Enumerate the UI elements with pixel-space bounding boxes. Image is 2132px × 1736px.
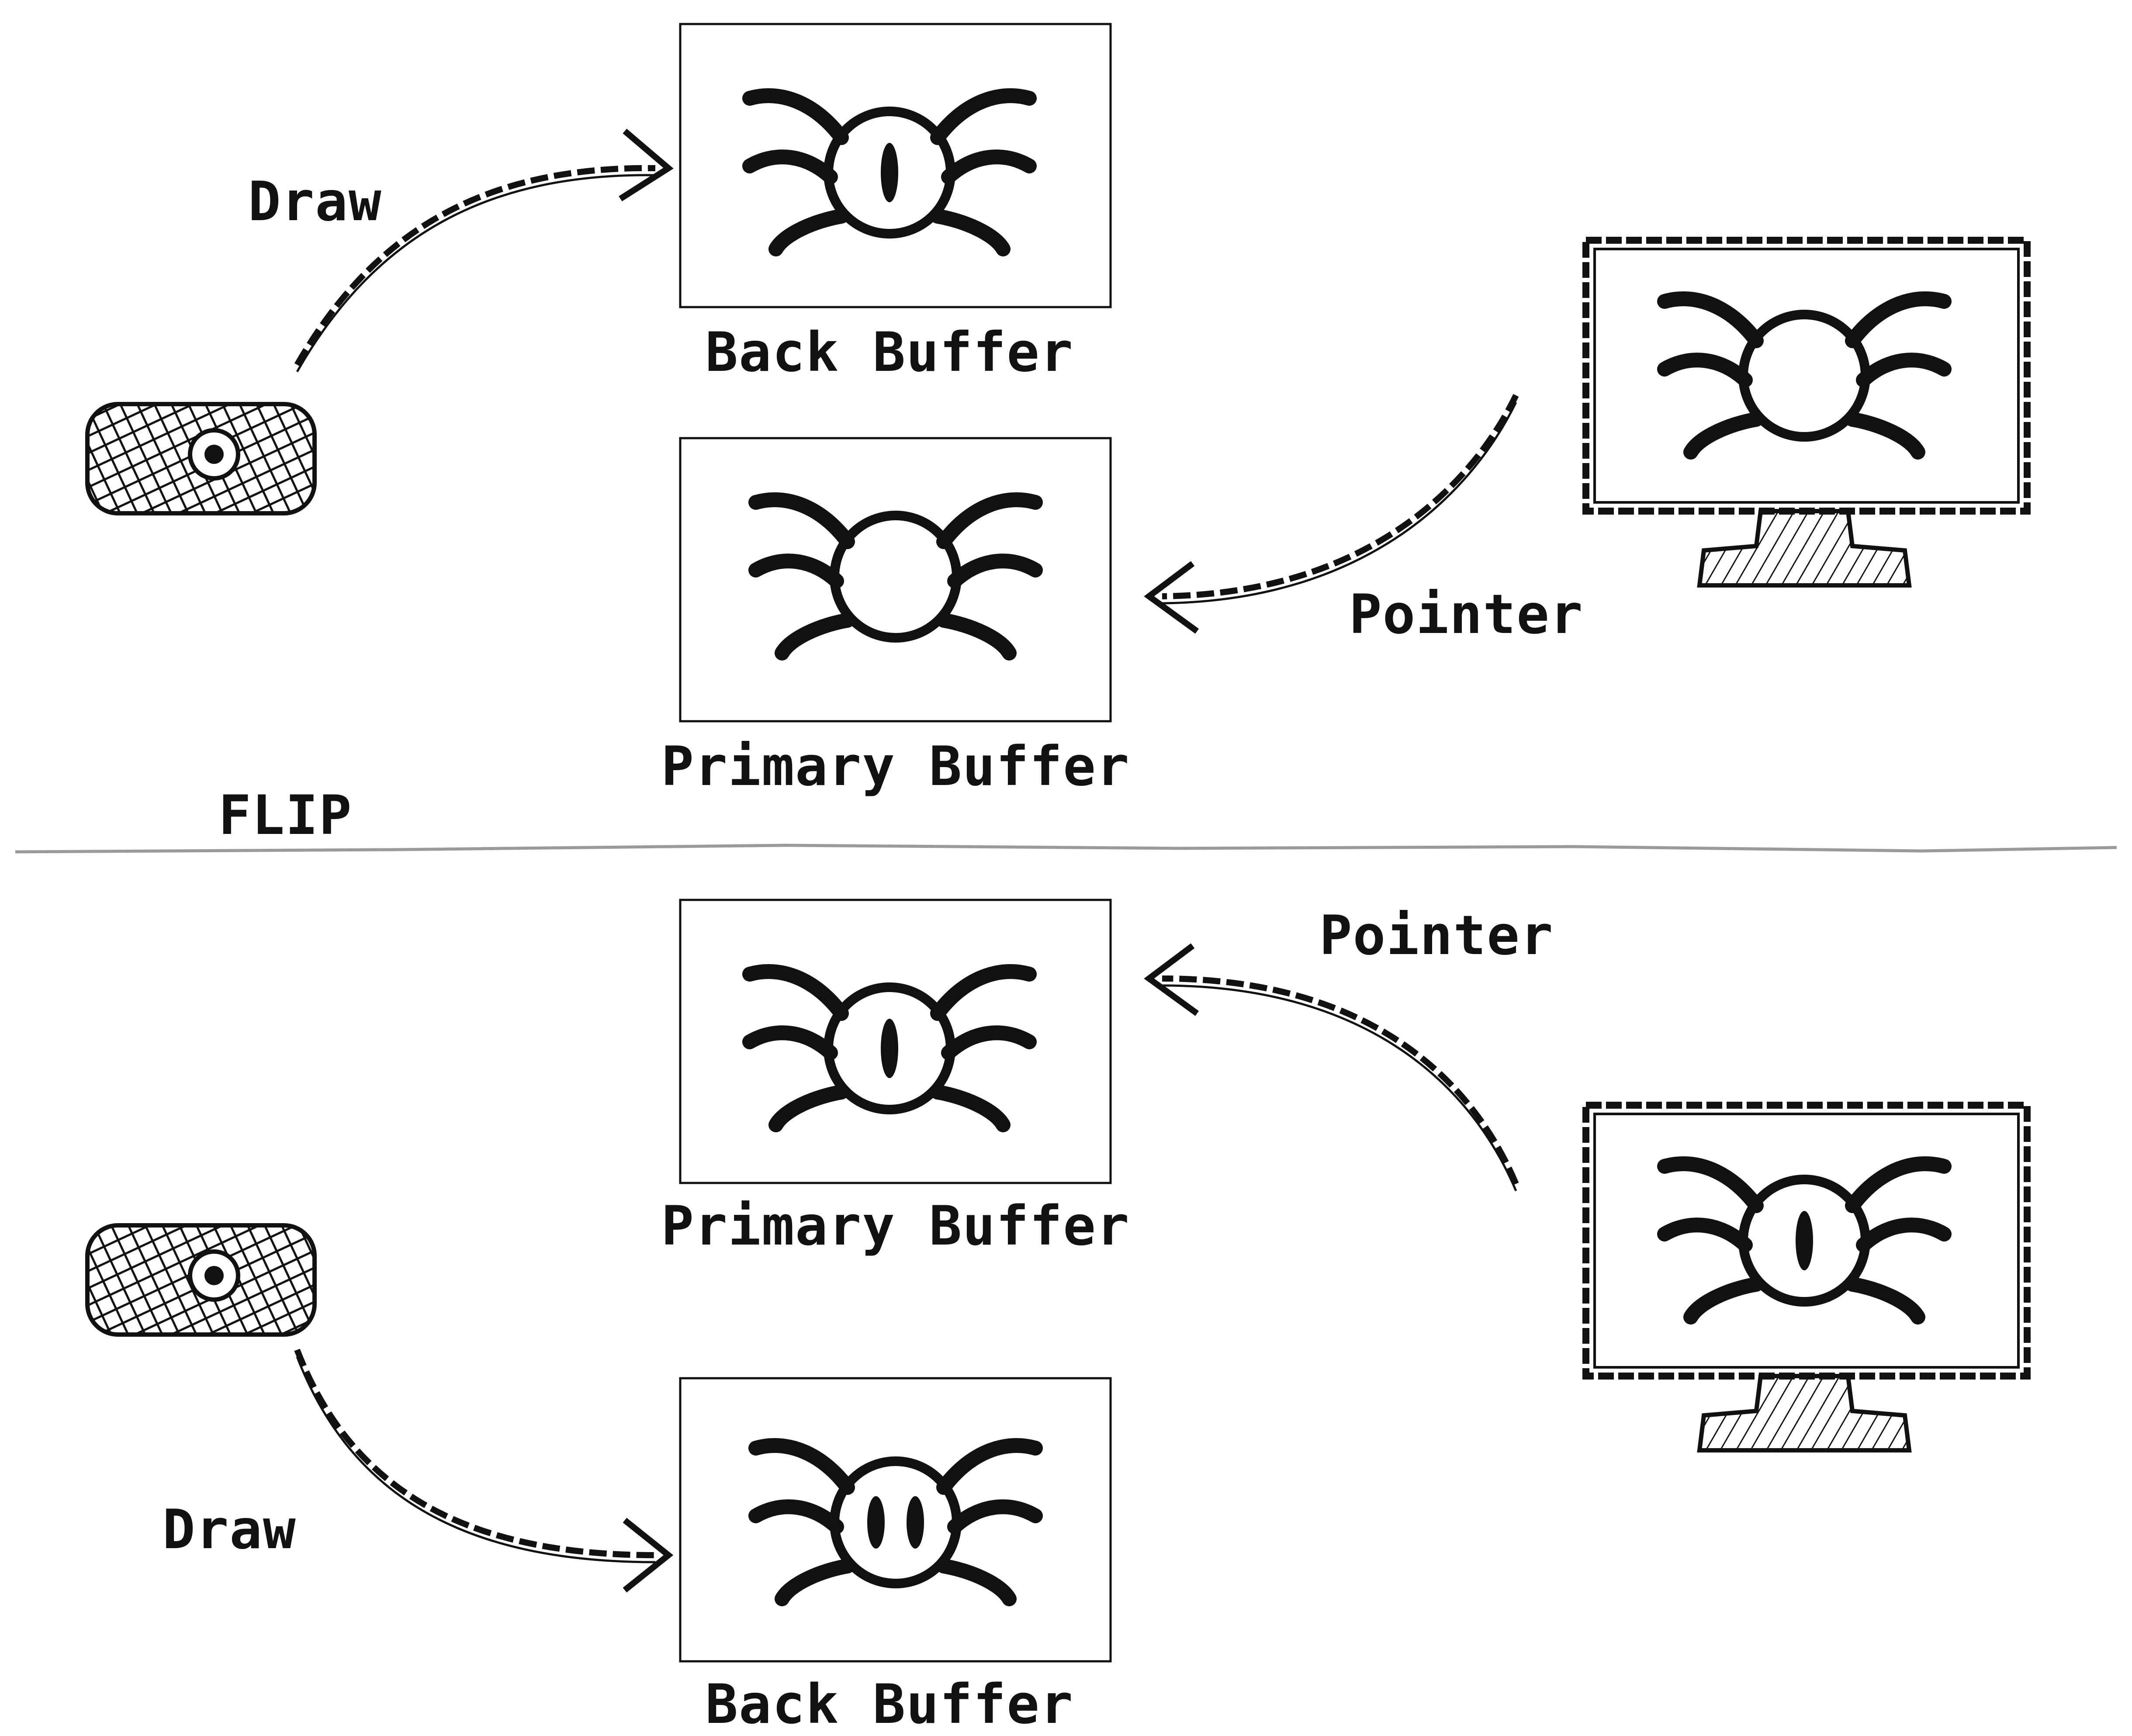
- pointer-label: Pointer: [1319, 904, 1554, 967]
- spider-one-eye-icon: [742, 964, 1037, 1132]
- spider-one-eye-icon: [1657, 1156, 1952, 1324]
- draw-arrow: [294, 1349, 674, 1593]
- primary-buffer-frame: [679, 437, 1112, 723]
- draw-label: Draw: [163, 1498, 297, 1561]
- pointer-label: Pointer: [1349, 583, 1584, 646]
- spider-no-eye-icon: [748, 492, 1043, 661]
- primary-buffer-label: Primary Buffer: [661, 735, 1130, 798]
- back-buffer-label: Back Buffer: [705, 321, 1074, 384]
- pointer-arrow: [1144, 943, 1519, 1191]
- spider-two-eyes-icon: [748, 1438, 1043, 1606]
- primary-buffer-frame: [679, 899, 1112, 1184]
- back-buffer-frame: [679, 1377, 1112, 1663]
- draw-label: Draw: [248, 170, 382, 233]
- primary-buffer-label: Primary Buffer: [661, 1195, 1130, 1258]
- back-buffer-label: Back Buffer: [705, 1673, 1074, 1736]
- spider-no-eye-icon: [1657, 291, 1952, 460]
- flip-divider: [15, 844, 2117, 854]
- back-buffer-frame: [679, 23, 1112, 308]
- flip-label: FLIP: [218, 784, 353, 847]
- draw-arrow: [294, 128, 674, 373]
- spider-one-eye-icon: [742, 88, 1037, 256]
- monitor-icon: [1582, 1102, 2031, 1452]
- gpu-chip-icon: [85, 402, 317, 515]
- monitor-icon: [1582, 237, 2031, 588]
- pointer-arrow: [1144, 394, 1519, 634]
- gpu-chip-icon: [85, 1223, 317, 1337]
